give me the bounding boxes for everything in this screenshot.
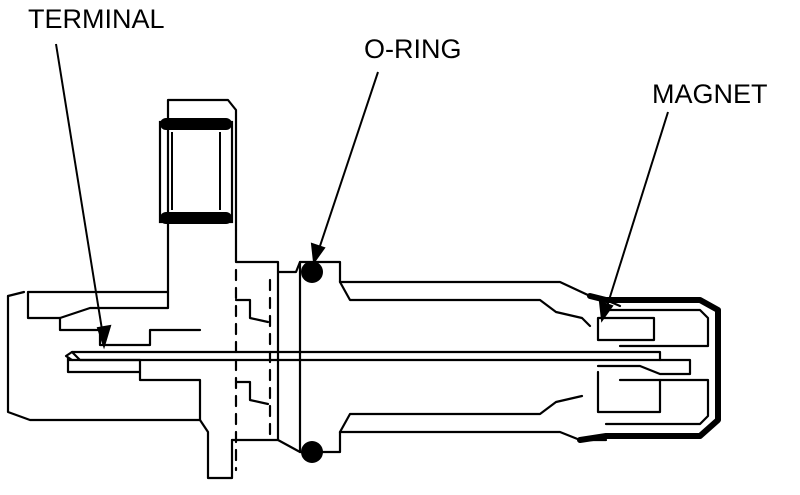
o-ring-label: O-RING	[364, 34, 462, 64]
connector-shroud-top	[6, 290, 26, 298]
terminal-pin	[70, 350, 662, 362]
internal-step	[234, 298, 270, 324]
terminal-label: TERMINAL	[28, 4, 165, 34]
leader-magnet	[603, 111, 669, 317]
o-ring-section-top	[301, 261, 323, 283]
housing-bore-top	[338, 280, 592, 328]
internal-step-lower	[234, 380, 270, 406]
housing-lower-contour	[230, 430, 608, 454]
magnet-holder-lower	[596, 370, 662, 414]
magnet-holder	[596, 358, 692, 376]
leader-oring	[315, 71, 379, 259]
housing-upper-contour	[234, 228, 622, 308]
leader-terminal-arrow	[96, 324, 112, 350]
leader-terminal	[55, 43, 105, 343]
connector-seal	[158, 118, 234, 224]
magnet-cap-inner	[604, 308, 710, 348]
o-ring-section-bottom	[301, 441, 323, 463]
terminal-pin-tip	[64, 350, 74, 362]
leader-oring-arrow	[310, 242, 326, 265]
magnet-cap-outer	[577, 293, 721, 443]
magnet-label: MAGNET	[652, 79, 768, 109]
leader-magnet-arrow	[598, 300, 614, 323]
mounting-lug-lower	[198, 418, 234, 480]
connector-shroud-outer	[6, 294, 202, 422]
connector-cavity	[58, 316, 202, 347]
magnet-cap-inner-lower	[604, 378, 710, 426]
mounting-lug	[166, 98, 238, 294]
housing-bore-bottom	[338, 394, 584, 434]
connector-inner-line	[66, 356, 142, 374]
magnet-block	[596, 316, 656, 342]
